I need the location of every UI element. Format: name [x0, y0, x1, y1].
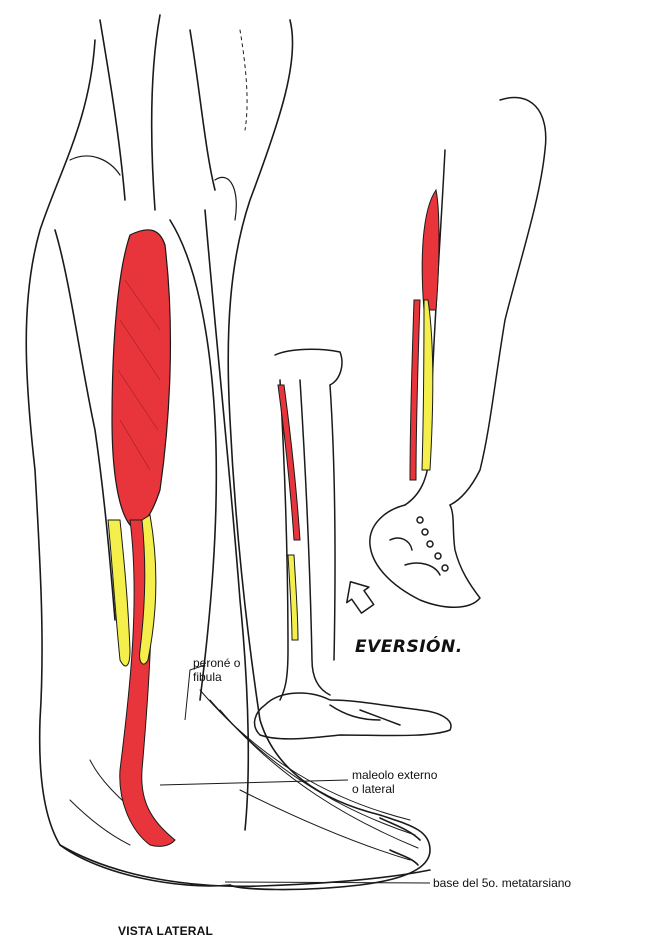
label-perone-line1: peroné o [193, 656, 240, 670]
label-maleolo-line2: o lateral [352, 782, 437, 796]
leader-maleolo [160, 780, 348, 785]
peroneus-brevis-left [108, 520, 130, 666]
eversion-foot [370, 505, 480, 607]
extensor-tendons [200, 690, 410, 820]
eversion-arrow-icon [338, 575, 378, 617]
label-eversion: EVERSIÓN. [355, 640, 463, 654]
toes [380, 818, 420, 865]
fibula-yellow-muscle [288, 555, 298, 640]
calf-edge [170, 220, 216, 700]
tibia-shaft [300, 380, 330, 695]
eversion-red-tendon [410, 300, 420, 480]
eversion-yellow-muscle [422, 300, 433, 470]
knee-line-3 [190, 30, 215, 190]
foot-sole [60, 845, 430, 886]
leg-outline-front [228, 20, 430, 890]
leader-base-metatarsiano [225, 882, 430, 883]
label-base-metatarsiano: base del 5o. metatarsiano [433, 876, 571, 890]
shin-line [205, 210, 248, 830]
tibia-fibula-top [275, 349, 342, 385]
fibula-red-muscle [278, 385, 300, 540]
label-perone: peroné o fibula [193, 656, 240, 684]
label-maleolo: maleolo externo o lateral [352, 768, 437, 796]
gastrocnemius-edge [55, 230, 115, 620]
label-maleolo-line1: maleolo externo [352, 768, 437, 782]
knee-line-1 [100, 20, 125, 200]
knee-line-2 [152, 15, 160, 210]
peroneus-longus-muscle [112, 230, 170, 526]
eversion-red-muscle [422, 190, 439, 310]
label-vista-lateral: VISTA LATERAL [118, 924, 213, 938]
label-perone-line2: fibula [193, 670, 240, 684]
eversion-leg-outline [450, 97, 546, 505]
